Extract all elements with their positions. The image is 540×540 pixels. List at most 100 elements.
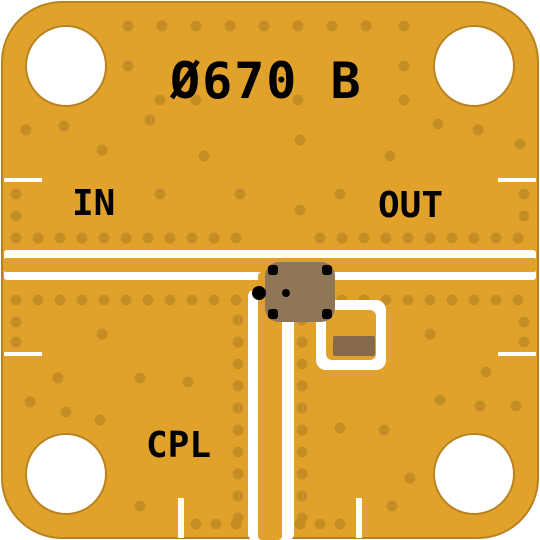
pin1-dot-icon [252,286,266,300]
via [334,188,346,200]
port-cpl-label: CPL [146,425,212,466]
via [398,20,410,32]
via [182,376,194,388]
via [142,232,154,244]
via [232,490,244,502]
via [224,20,236,32]
via [122,60,134,72]
via [380,232,392,244]
via [186,294,198,306]
via [10,232,22,244]
via [164,294,176,306]
via [10,210,22,222]
via [134,500,146,512]
via [98,294,110,306]
via [512,232,524,244]
via [120,232,132,244]
via [144,114,156,126]
via [518,210,530,222]
via [490,294,502,306]
port-in-label: IN [72,183,116,224]
via [446,232,458,244]
coupler-chip-icon [265,262,335,322]
via [94,414,106,426]
via [358,232,370,244]
via [314,232,326,244]
via [296,490,308,502]
port-out-label: OUT [378,185,444,226]
via [190,518,202,530]
via [60,406,72,418]
via [32,294,44,306]
via [474,400,486,412]
via [10,316,22,328]
via [96,144,108,156]
via [210,518,222,530]
via [424,328,436,340]
via [76,232,88,244]
via [378,424,390,436]
via [232,314,244,326]
via [232,402,244,414]
via [76,294,88,306]
via [424,294,436,306]
via [472,124,484,136]
via [10,294,22,306]
via [402,294,414,306]
via [156,20,168,32]
via [292,20,304,32]
via [54,294,66,306]
via [258,20,270,32]
via [510,400,522,412]
via [402,232,414,244]
via [424,232,436,244]
via [134,372,146,384]
via [434,394,446,406]
via [432,118,444,130]
via [190,20,202,32]
via [518,188,530,200]
via [186,232,198,244]
via [314,518,326,530]
via [296,446,308,458]
via [208,232,220,244]
via [232,380,244,392]
via [234,188,246,200]
via [164,232,176,244]
via [296,424,308,436]
via [398,94,410,106]
via [120,294,132,306]
via [398,60,410,72]
via [512,294,524,306]
via [98,232,110,244]
mounting-hole-icon [25,25,515,515]
via [122,20,134,32]
via [296,468,308,480]
via [490,232,502,244]
via [232,446,244,458]
via [10,188,22,200]
via [384,150,396,162]
via [154,94,166,106]
via [230,294,242,306]
via [190,94,202,106]
via [20,124,32,136]
via [208,294,220,306]
via [154,188,166,200]
via [334,518,346,530]
via [232,358,244,370]
via [446,294,458,306]
via [32,232,44,244]
via [198,150,210,162]
via [230,518,242,530]
via [518,316,530,328]
via [296,358,308,370]
via [24,396,36,408]
via [10,336,22,348]
via-grid [10,20,530,530]
via [326,20,338,32]
via [468,294,480,306]
via [230,232,242,244]
via [468,232,480,244]
